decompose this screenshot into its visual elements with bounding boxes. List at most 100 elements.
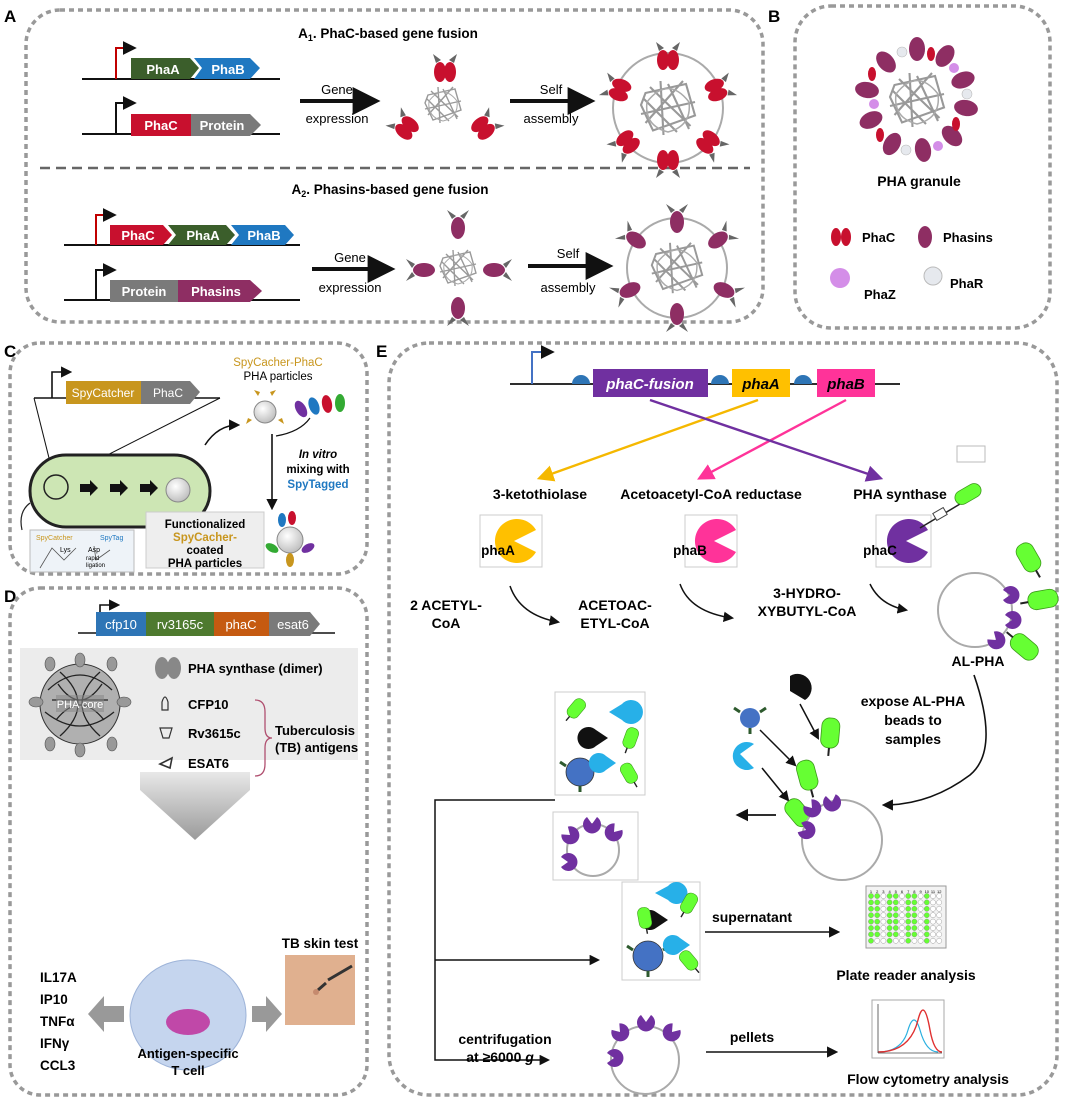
a2-gene-phab-label: PhaB: [247, 228, 280, 243]
panel-d-frame: [8, 586, 369, 1097]
e-plate-well: [886, 893, 893, 899]
a2-granule-phasin-4: [609, 275, 645, 308]
c-chem-ligation-1: rapid: [86, 556, 99, 562]
a1-granule-phac-5: [692, 126, 730, 163]
c-spytagged-proteins: [294, 394, 345, 418]
e-plate-col-label: 7: [907, 889, 910, 894]
e-plate-col-label: 6: [901, 889, 904, 894]
c-functionalized-proteins: [265, 511, 315, 567]
e-plate-col-label: 3: [882, 889, 885, 894]
a1-gene-phaa: [131, 58, 199, 79]
e-flow-label: Flow cytometry analysis: [847, 1071, 1009, 1087]
e-plate-well: [880, 906, 887, 912]
c-plasmid: [43, 474, 69, 500]
d-skin-test-bump: [313, 989, 319, 995]
d-gene-phac-label: phaC: [225, 617, 256, 632]
d-gene-rv3165c: [146, 612, 214, 636]
c-gene-spycatcher: [66, 381, 141, 404]
a2-arrow1-text1: Gene: [334, 250, 366, 265]
e-promoter: [531, 345, 555, 384]
a1-arrow1-text1: Gene: [321, 82, 353, 97]
e-plate-well: [893, 938, 899, 944]
e-sample-binding: [732, 673, 842, 838]
a2-gene-phab: [231, 225, 294, 245]
e-gene-phac-fusion: [593, 369, 708, 397]
b-legend-phar-icon: [923, 266, 943, 286]
e-phac-label: phaC: [863, 543, 897, 558]
e-bracket-pellet: [434, 799, 555, 1066]
e-plate-well: [880, 931, 887, 938]
d-cell-label-2: T cell: [171, 1063, 204, 1078]
e-plate-well: [905, 893, 912, 899]
e-plate-col-label: 10: [925, 889, 930, 894]
a2-title: A2. Phasins-based gene fusion: [291, 182, 488, 199]
e-plate-well: [886, 899, 893, 906]
e-flow-curve-control: [877, 1019, 939, 1053]
e-gene-phaa-label: phaA: [741, 376, 780, 393]
e-bead-bound: [801, 799, 883, 881]
e-plate-well: [874, 906, 881, 912]
d-synthase-icon: [155, 657, 181, 679]
e-plate-well: [936, 893, 943, 899]
c-particles-label-1: SpyCacher-PhaC: [233, 357, 322, 369]
e-plate-well: [905, 938, 912, 944]
e-plate-well: [917, 931, 924, 938]
d-gene-esat6-label: esat6: [277, 617, 309, 632]
c-func-1: Functionalized: [165, 519, 246, 531]
c-particles-label-2: PHA particles: [243, 371, 312, 383]
e-plate-col-label: 12: [937, 889, 942, 894]
e-plate-well: [930, 918, 936, 925]
e-plate-well: [911, 906, 918, 912]
e-plate-col-label: 8: [913, 889, 916, 894]
e-plate-well: [930, 899, 936, 906]
a1-promoter-1: [115, 41, 137, 79]
e-plate-well: [893, 912, 899, 919]
e-plate-well: [924, 899, 930, 906]
c-mixing-1: In vitro: [299, 449, 337, 461]
d-rv3615c-icon: [159, 727, 173, 739]
a2-granule-phasin-2: [614, 220, 652, 256]
a2-tangle-free: [439, 249, 477, 287]
e-plate-well: [868, 893, 874, 899]
e-centrif-2: at ≥6000 g: [466, 1049, 534, 1065]
d-antigen-brace: [254, 699, 273, 777]
e-pellets-label: pellets: [730, 1029, 775, 1045]
e-plate-well: [893, 899, 899, 906]
d-esat6-icon: [158, 756, 174, 770]
d-skin-test-label: TB skin test: [282, 936, 359, 951]
a2-promoter-1: [95, 208, 117, 245]
e-plate-well: [880, 893, 887, 899]
d-cytokine-3: TNFα: [40, 1014, 75, 1029]
e-gene-phac-fusion-label: phaC-fusion: [605, 376, 694, 393]
e-plate-well: [905, 931, 912, 938]
e-plate-well: [874, 918, 881, 925]
c-arrow-merge: [275, 417, 311, 437]
a2-arrow2-text2: assembly: [541, 280, 596, 295]
c-mixing-2: mixing with: [286, 464, 349, 476]
e-plate-well: [868, 906, 874, 912]
e-plate-well: [936, 931, 943, 938]
a1-granule-phac-3: [702, 72, 738, 105]
d-tb-line2: (TB) antigens: [275, 740, 358, 755]
e-phaa-pacman: [494, 519, 536, 564]
d-t-cell-nucleus: [166, 1009, 210, 1035]
e-plate-well: [886, 931, 893, 938]
a2-gene-phaa: [168, 225, 235, 245]
e-plate-well: [936, 899, 943, 906]
e-plate-well: [874, 931, 881, 938]
b-legend-phac: PhaC: [862, 230, 896, 245]
d-down-arrow: [140, 772, 250, 840]
e-plate-well: [911, 925, 918, 931]
e-plate-reader-label: Plate reader analysis: [836, 967, 976, 983]
c-intracellular-particle: [165, 477, 191, 503]
e-plate-well: [880, 912, 887, 919]
panel-a-frame: [24, 8, 765, 324]
e-plate-well: [874, 899, 881, 906]
e-plate-well: [899, 899, 905, 906]
e-plate-well: [899, 912, 905, 919]
e-plate-well: [868, 938, 874, 944]
e-rbs-3: [794, 375, 812, 384]
c-gene-spycatcher-label: SpyCatcher: [72, 386, 135, 400]
b-legend-phasins: Phasins: [943, 230, 993, 245]
e-plate-well: [893, 931, 899, 938]
